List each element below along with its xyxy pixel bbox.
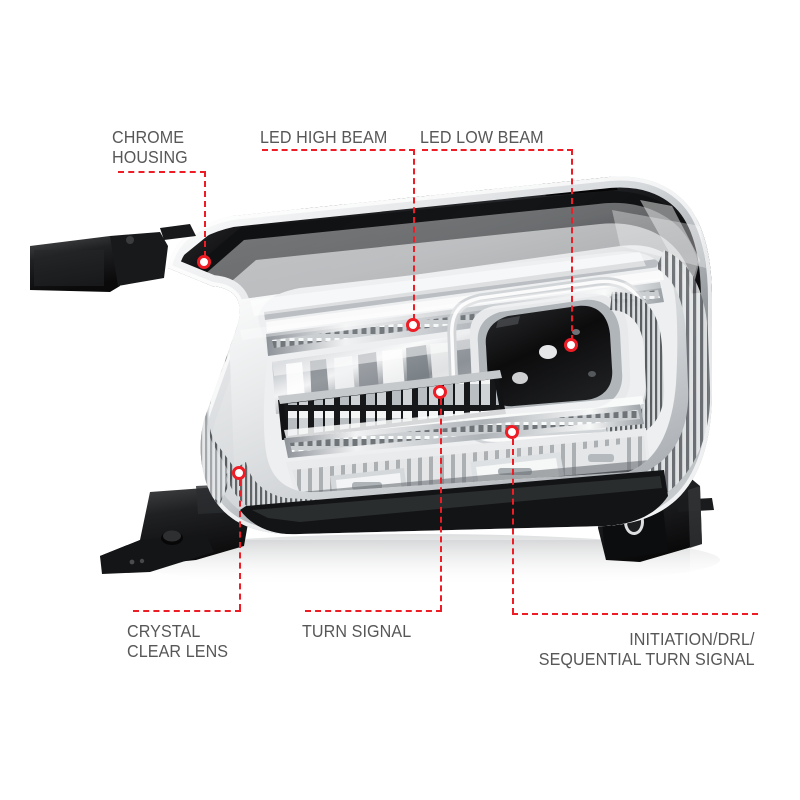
- wiring-connector: [30, 232, 168, 292]
- marker-turn-signal[interactable]: [433, 385, 447, 399]
- marker-chrome-housing[interactable]: [197, 255, 211, 269]
- marker-led-high-beam[interactable]: [406, 318, 420, 332]
- led-low-beam-projector: [469, 293, 631, 423]
- label-crystal-clear-lens: CRYSTAL CLEAR LENS: [127, 621, 229, 661]
- label-chrome-housing: CHROME HOUSING: [112, 127, 188, 167]
- leader-high-beam-v: [413, 149, 415, 320]
- leader-chrome-housing-h: [118, 171, 206, 173]
- lamp-body: [168, 176, 712, 535]
- leader-high-beam-h: [262, 149, 415, 151]
- leader-crystal-lens-v: [239, 480, 241, 610]
- leader-crystal-lens-h: [133, 610, 241, 612]
- leader-initiation-h: [512, 613, 758, 615]
- leader-chrome-housing-v: [204, 171, 206, 257]
- leader-low-beam-h: [422, 149, 573, 151]
- leader-turn-signal-h: [305, 610, 442, 612]
- marker-initiation-drl[interactable]: [505, 425, 519, 439]
- label-led-high-beam: LED HIGH BEAM: [260, 127, 388, 147]
- label-initiation-drl-sequential-turn-signal: INITIATION/DRL/ SEQUENTIAL TURN SIGNAL: [539, 629, 755, 669]
- leader-turn-signal-v: [440, 399, 442, 611]
- marker-crystal-clear-lens[interactable]: [232, 466, 246, 480]
- housing-tab: [160, 224, 196, 240]
- label-turn-signal: TURN SIGNAL: [302, 621, 412, 641]
- label-led-low-beam: LED LOW BEAM: [420, 127, 544, 147]
- leader-low-beam-v: [571, 149, 573, 341]
- leader-initiation-v: [512, 439, 514, 614]
- marker-led-low-beam[interactable]: [564, 338, 578, 352]
